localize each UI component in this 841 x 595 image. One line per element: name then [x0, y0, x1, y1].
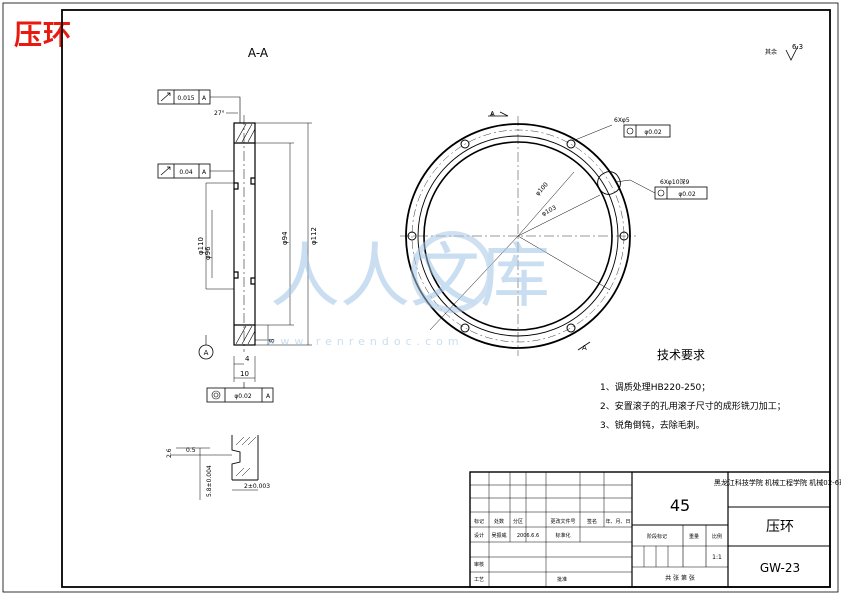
svg-text:年、月、日: 年、月、日: [605, 518, 630, 525]
tech-req-item-1: 1、调质处理HB220-250；: [600, 381, 710, 393]
dim-detail-c: 5.8±0.004: [206, 465, 213, 497]
tb-row-labels: 标记 处数 分区 更改文件号 签名 年、月、日: [474, 518, 631, 525]
roughness-label: 其余: [765, 48, 777, 56]
tb-scale: 1:1: [712, 554, 722, 561]
tb-design-date: 2006.6.6: [517, 533, 539, 539]
dim-d110: φ110: [197, 237, 205, 255]
dim-d100: φ100: [534, 181, 550, 197]
dim-lines: [205, 122, 312, 382]
tb-material: 45: [670, 496, 690, 515]
section-hatch: [235, 123, 256, 345]
svg-text:A: A: [202, 169, 207, 176]
tb-scale-label: 比例: [712, 533, 722, 540]
dim-d103: φ103: [541, 204, 558, 218]
svg-text:分区: 分区: [513, 518, 523, 525]
roughness-symbol: [785, 45, 799, 61]
dim-d94: φ94: [281, 231, 289, 245]
title-block: [469, 471, 831, 588]
section-arrow-top: A: [490, 110, 495, 118]
svg-text:φ0.02: φ0.02: [234, 393, 252, 400]
holes-6x10-frame: 6Xφ10深9 φ0.02: [615, 178, 708, 200]
watermark: 人人文库 www.renrendoc.com: [266, 231, 550, 348]
tb-weight-label: 重量: [689, 533, 699, 540]
tb-process: 工艺: [474, 577, 484, 583]
svg-text:φ0.02: φ0.02: [644, 129, 662, 136]
svg-text:0.04: 0.04: [179, 169, 193, 176]
svg-text:A: A: [204, 349, 209, 357]
dim-d112: φ112: [310, 227, 318, 245]
tb-designer: 吴振威: [491, 532, 506, 539]
dim-detail-a: 2.6: [166, 448, 173, 458]
svg-text:处数: 处数: [494, 518, 504, 525]
tech-req-heading: 技术要求: [657, 348, 705, 362]
svg-text:0.015: 0.015: [177, 95, 194, 102]
runout-frame-1: 0.015 A: [157, 89, 241, 123]
groove-hatch: [235, 436, 257, 477]
dim-w4: 4: [245, 355, 250, 363]
dim-angle: 27°: [214, 110, 225, 117]
svg-text:A: A: [202, 95, 207, 102]
tb-review: 审核: [474, 561, 484, 568]
tb-school: 黑龙江科技学院 机械工程学院 机械02-6班: [714, 478, 841, 487]
svg-text:6Xφ5: 6Xφ5: [614, 117, 630, 124]
svg-text:更改文件号: 更改文件号: [550, 518, 575, 525]
watermark-text: 人人文库: [270, 235, 550, 317]
runout-frame-2: 0.04 A: [157, 163, 234, 179]
dim-w10: 10: [240, 370, 249, 378]
dim-detail-b: 0.5: [186, 447, 196, 454]
svg-text:6Xφ10深9: 6Xφ10深9: [660, 178, 690, 186]
dim-d96: φ96: [204, 246, 212, 260]
section-body: [233, 122, 256, 346]
concentric-frame: φ0.02 A: [206, 382, 274, 403]
section-arrow-bottom: A: [582, 344, 587, 352]
svg-text:φ0.02: φ0.02: [678, 191, 696, 198]
tech-req-item-3: 3、锐角倒钝，去除毛刺。: [600, 419, 705, 431]
inner-frame: [61, 9, 831, 588]
watermark-url: www.renrendoc.com: [266, 335, 463, 348]
svg-text:A: A: [266, 393, 271, 400]
ring-front-view: [400, 111, 636, 356]
section-label: A-A: [248, 46, 269, 60]
dim-detail-d: 2±0.003: [244, 483, 270, 490]
tb-part-name: 压环: [766, 519, 794, 535]
svg-text:标记: 标记: [474, 518, 484, 525]
tb-standardize: 标准化: [555, 532, 570, 539]
svg-text:签名: 签名: [587, 518, 597, 525]
datum-a: A: [198, 335, 214, 360]
tb-stage-label: 阶段标记: [647, 533, 667, 540]
tech-req-item-2: 2、安置滚子的孔用滚子尺寸的成形铣刀加工；: [600, 400, 786, 412]
tb-sheets: 共 张 第 张: [665, 574, 695, 582]
tb-approve: 批准: [557, 576, 567, 583]
tb-drawing-no: GW-23: [760, 561, 800, 575]
tb-designer-label: 设计: [474, 532, 484, 539]
holes-6x5-frame: 6Xφ5 φ0.02: [574, 117, 671, 141]
groove-detail: [170, 435, 259, 500]
dim-w8: 8: [268, 339, 276, 343]
